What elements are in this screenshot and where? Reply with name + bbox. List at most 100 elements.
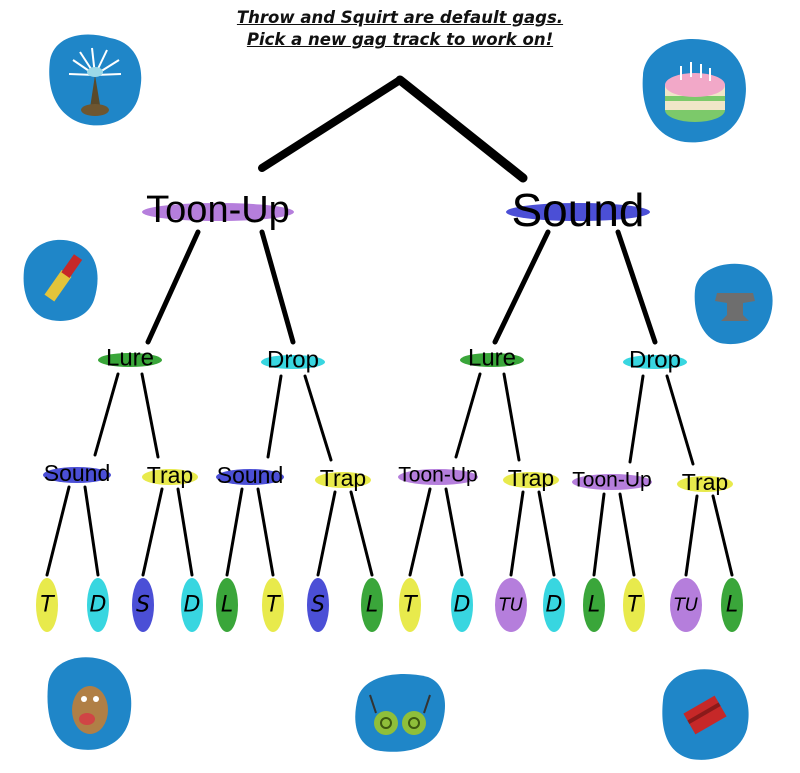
leaf-node: S [132,578,154,632]
leaf-label: D [546,593,563,618]
edge-l2-l3 [454,372,482,459]
leaf-label: T [266,593,281,618]
leaf-label: T [627,593,642,618]
edge-l2-l3 [628,374,645,464]
edge-l1-l2 [492,229,551,345]
edge-root-sound [395,75,528,183]
leaf-node: T [399,578,421,632]
leaf-label: S [136,593,150,618]
leaf-label: T [403,593,418,618]
header-line-1: Throw and Squirt are default gags. [236,8,564,27]
node-l3-trap-label: Trap [320,465,366,491]
node-l3-sound-ellipse [216,469,284,485]
leaf-label: TU [499,595,523,616]
leaf-node: TU [495,578,527,632]
edge-l3-leaf [83,485,100,577]
edge-l2-l3 [93,372,120,457]
leaf-label: L [221,593,233,618]
leaf-ellipse [583,578,605,632]
leaf-label: L [726,593,738,618]
edge-l2-l3 [266,374,283,459]
edge-l2-l3 [665,374,695,466]
node-l3-sound: Sound [216,462,284,488]
edge-l3-leaf [537,490,556,577]
node-l3-toon-up-label: Toon-Up [572,469,651,492]
leaf-label: L [366,593,378,618]
leaf-ellipse [262,578,284,632]
node-l3-trap: Trap [503,465,559,491]
leaf-ellipse [87,578,109,632]
leaf-node: L [583,578,605,632]
leaf-ellipse [216,578,238,632]
leaf-ellipse [623,578,645,632]
leaf-label: L [588,593,600,618]
node-l3-sound-ellipse [43,467,111,483]
leaf-node: TU [670,578,702,632]
edge-l1-l2 [145,229,201,345]
edge-l2-l3 [140,372,160,459]
leaf-node: D [181,578,203,632]
leaf-ellipse [36,578,58,632]
edge-l3-leaf [45,485,71,577]
leaf-ellipse [132,578,154,632]
node-l3-sound-label: Sound [44,460,111,486]
lipstick-icon [23,239,98,321]
node-l2-lure: Lure [98,345,162,372]
header-line-2: Pick a new gag track to work on! [246,30,554,49]
edge-l3-leaf [509,490,525,577]
toonup-flower-icon [49,34,142,126]
node-l2-drop-ellipse [623,355,687,369]
edge-l3-leaf [618,492,636,577]
node-l3-toon-up-ellipse [572,474,652,490]
leaf-ellipse [307,578,329,632]
edge-l3-leaf [141,487,164,577]
leaf-label: D [454,593,471,618]
sound-moose-icon [47,657,132,750]
node-l3-trap-ellipse [315,472,371,488]
leaf-label: T [40,593,55,618]
node-sound-ellipse [506,203,650,221]
node-l3-toon-up-label: Toon-Up [398,464,477,487]
edge-l3-leaf [711,494,734,577]
leaf-node: T [623,578,645,632]
node-toonup-label: Toon-Up [146,189,290,231]
edge-l2-l3 [502,372,521,462]
leaf-ellipse [181,578,203,632]
leaf-node: S [307,578,329,632]
leaf-node: D [87,578,109,632]
node-l2-lure-label: Lure [106,345,154,372]
leaf-ellipse [543,578,565,632]
node-l2-drop-label: Drop [267,347,319,374]
leaf-ellipse [670,578,702,632]
leaf-label: TU [674,595,698,616]
leaf-ellipse [495,578,527,632]
leaf-ellipse [721,578,743,632]
trap-dynamite-icon [662,669,749,760]
leaf-ellipse [451,578,473,632]
node-l3-toon-up: Toon-Up [398,464,478,487]
edge-l3-leaf [176,487,194,577]
node-l2-drop-ellipse [261,355,325,369]
edge-l3-leaf [349,490,374,577]
edge-l3-leaf [256,487,275,577]
node-l3-sound: Sound [43,460,111,486]
node-l3-trap-label: Trap [682,469,728,495]
leaf-node: L [721,578,743,632]
edge-l3-leaf [444,487,464,577]
node-toonup-ellipse [142,203,294,221]
leaf-node: T [36,578,58,632]
node-l3-trap-label: Trap [508,465,554,491]
edge-l1-l2 [259,229,296,345]
tree-edges [45,75,734,577]
anvil-icon [694,263,773,345]
node-l2-drop-label: Drop [629,347,681,374]
node-l2-lure-ellipse [98,353,162,367]
lure-glasses-icon [355,674,445,752]
sound-cake-icon [642,38,746,143]
node-l3-toon-up: Toon-Up [572,469,652,492]
edge-l3-leaf [684,494,699,577]
leaf-node: T [262,578,284,632]
leaf-node: L [216,578,238,632]
